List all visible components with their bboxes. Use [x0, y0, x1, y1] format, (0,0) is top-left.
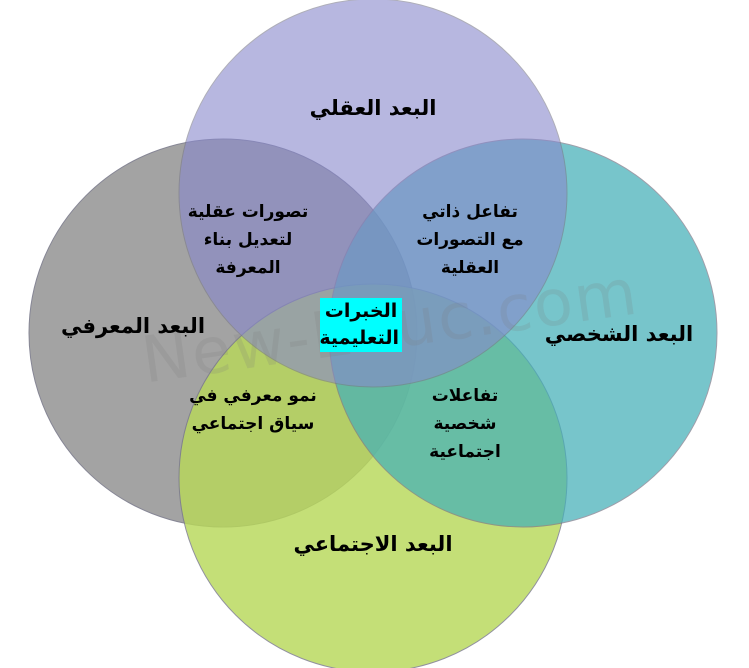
- label-personal: البعد الشخصي: [544, 322, 694, 346]
- label-social: البعد الاجتماعي: [293, 532, 453, 556]
- center-label: الخبرات التعليمية: [319, 298, 402, 352]
- label-mental: البعد العقلي: [309, 96, 437, 120]
- overlap-cognitive-social: نمو معرفي في سياق اجتماعي: [189, 386, 317, 434]
- overlap-mental-personal: تفاعل ذاتي مع التصورات العقلية: [416, 202, 524, 278]
- overlap-personal-social: تفاعلات شخصية اجتماعية: [429, 386, 501, 462]
- overlap-mental-cognitive: تصورات عقلية لتعديل بناء المعرفة: [187, 202, 309, 278]
- circle-mental: [178, 0, 568, 388]
- label-cognitive: البعد المعرفي: [60, 314, 206, 338]
